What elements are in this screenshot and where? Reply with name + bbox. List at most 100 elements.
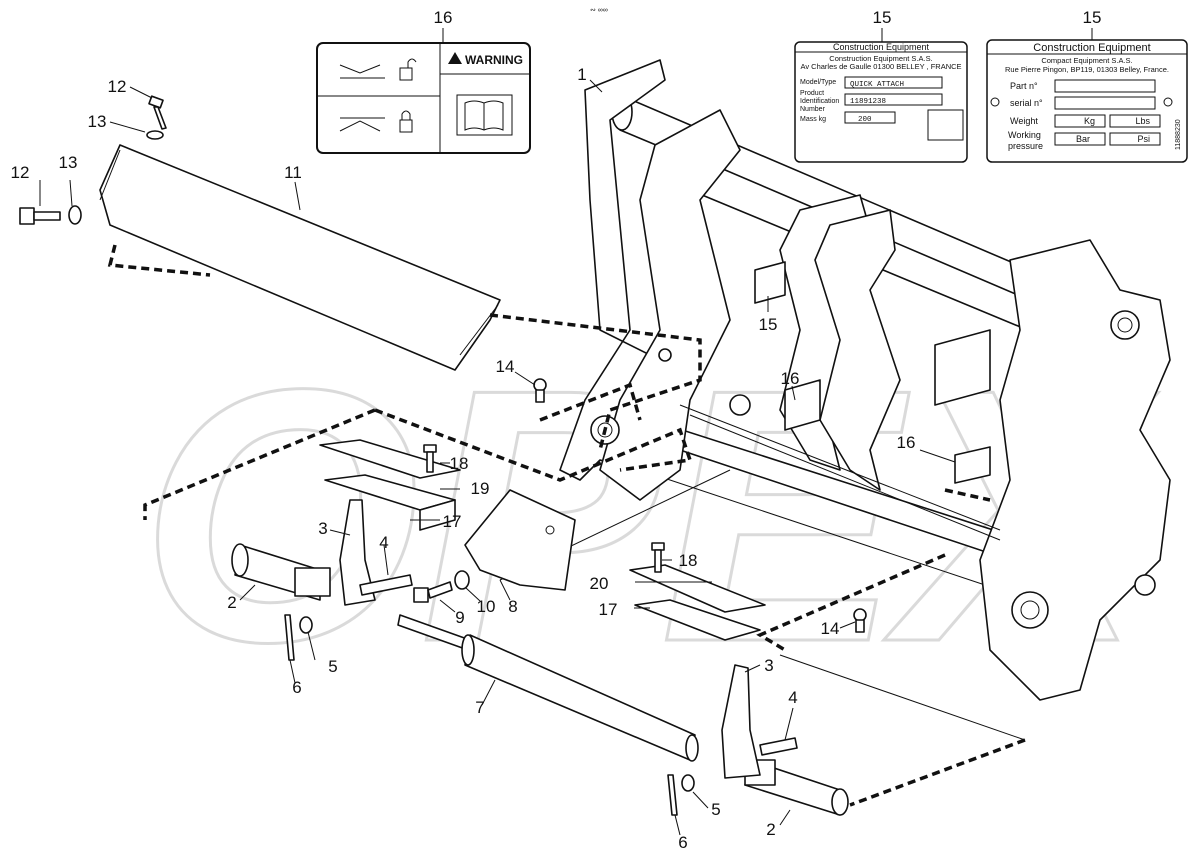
serial-label: serial n° (1010, 98, 1043, 108)
callout-5: 5 (328, 657, 337, 676)
cotter-pin-6-lower (667, 774, 678, 816)
plate-a-address: Av Charles de Gaulle 01300 BELLEY , FRAN… (800, 62, 961, 71)
callout-6: 6 (292, 678, 301, 697)
pin-4-upper (359, 574, 413, 596)
lock-icon (399, 110, 413, 133)
quick-attach-frame (559, 59, 1171, 701)
callout-2: 2 (766, 820, 775, 839)
washer-13-top (146, 130, 164, 140)
callout-20: 20 (590, 574, 609, 593)
mass-value: 200 (858, 116, 872, 124)
assembly-line (107, 244, 211, 277)
model-value: QUICK ATTACH (850, 81, 904, 89)
grease-fitting-14-a (533, 378, 547, 403)
washer-5-lower (681, 774, 695, 792)
mass-label: Mass kg (800, 116, 826, 123)
cover-plate (99, 144, 501, 371)
pid-label-2: Identification (800, 98, 839, 105)
callout-9: 9 (455, 608, 464, 627)
callout-11: 11 (284, 163, 302, 182)
callout-13: 13 (88, 112, 107, 131)
callout-17: 17 (443, 512, 462, 531)
warning-decal: WARNING (316, 42, 531, 154)
bolt-18-lower (651, 542, 665, 573)
callout-10: 10 (477, 597, 496, 616)
callout-14: 14 (821, 619, 840, 638)
plate-17-upper-edge (419, 499, 456, 531)
warning-triangle-icon (448, 52, 462, 64)
manual-book-icon (456, 94, 513, 136)
callout-8: 8 (508, 597, 517, 616)
callout-17: 17 (599, 600, 618, 619)
pin-4-lower (759, 737, 798, 756)
unit-kg: Kg (1084, 116, 1095, 126)
callout-4: 4 (379, 533, 388, 552)
assembly-line (374, 408, 693, 482)
model-label: Model/Type (800, 79, 836, 86)
grease-fitting-14-b (853, 608, 867, 633)
pid-label-3: Number (800, 106, 826, 113)
callout-3: 3 (764, 656, 773, 675)
unit-bar: Bar (1076, 134, 1090, 144)
callout-16: 16 (434, 8, 453, 27)
callout-5: 5 (711, 800, 720, 819)
callout-6: 6 (678, 833, 687, 852)
part-label: Part n° (1010, 81, 1038, 91)
plate-a-header: Construction Equipment (833, 42, 930, 52)
unit-lbs: Lbs (1135, 116, 1150, 126)
plate-b-company: Compact Equipment S.A.S. (1041, 56, 1132, 65)
assembly-line (944, 488, 991, 502)
unit-psi: Psi (1137, 134, 1150, 144)
plate-19 (319, 439, 461, 479)
working-label-2: pressure (1008, 141, 1043, 151)
washer-5-upper (299, 616, 313, 634)
clevis-3-upper (339, 499, 376, 606)
weight-label: Weight (1010, 116, 1038, 126)
callout-2: 2 (227, 593, 236, 612)
assembly-line (489, 313, 702, 451)
unlock-icon (399, 58, 417, 81)
callout-15: 15 (1083, 8, 1102, 27)
assembly-line (779, 654, 1026, 741)
cylinder-2-lower (744, 759, 849, 816)
callout-12: 12 (11, 163, 30, 182)
warning-label: WARNING (465, 53, 523, 67)
callout-16: 16 (897, 433, 916, 452)
identification-plate-b: Construction Equipment Compact Equipment… (986, 39, 1188, 163)
callout-12: 12 (108, 77, 127, 96)
frame-plate-decal-15 (754, 261, 786, 304)
callout-15: 15 (759, 315, 778, 334)
identification-plate-a: Construction Equipment Construction Equi… (794, 41, 968, 163)
washer-10 (454, 570, 470, 590)
callout-18: 18 (679, 551, 698, 570)
plate-17-lower (634, 599, 761, 641)
callout-15: 15 (873, 8, 892, 27)
cotter-pin-6-upper (284, 614, 295, 661)
callout-3: 3 (318, 519, 327, 538)
frame-decal-16-b (954, 446, 991, 484)
clevis-3-lower (721, 664, 761, 779)
plate-b-header: Construction Equipment (1033, 42, 1150, 54)
pid-value: 11891238 (850, 98, 886, 106)
callout-16: 16 (781, 369, 800, 388)
plate-a-company: Construction Equipment S.A.S. (829, 54, 932, 63)
bolt-12-left (19, 207, 61, 225)
bolt-12-top (148, 95, 167, 130)
bolt-9 (413, 581, 453, 603)
document-reference: 11888230 (1175, 119, 1182, 150)
working-label-1: Working (1008, 130, 1041, 140)
assembly-line (849, 738, 1026, 807)
washer-13-left (68, 205, 82, 225)
plate-20 (629, 564, 766, 613)
assembly-line (539, 382, 642, 422)
top-mark: ∾ ∞∞ (590, 7, 608, 14)
callout-4: 4 (788, 688, 797, 707)
rod-7 (397, 614, 699, 762)
callout-7: 7 (475, 698, 484, 717)
bracket-8 (464, 489, 576, 591)
plate-b-address: Rue Pierre Pingon, BP119, 01303 Belley, … (1005, 65, 1169, 74)
assembly-line (756, 553, 946, 652)
pid-label-1: Product (800, 90, 824, 97)
